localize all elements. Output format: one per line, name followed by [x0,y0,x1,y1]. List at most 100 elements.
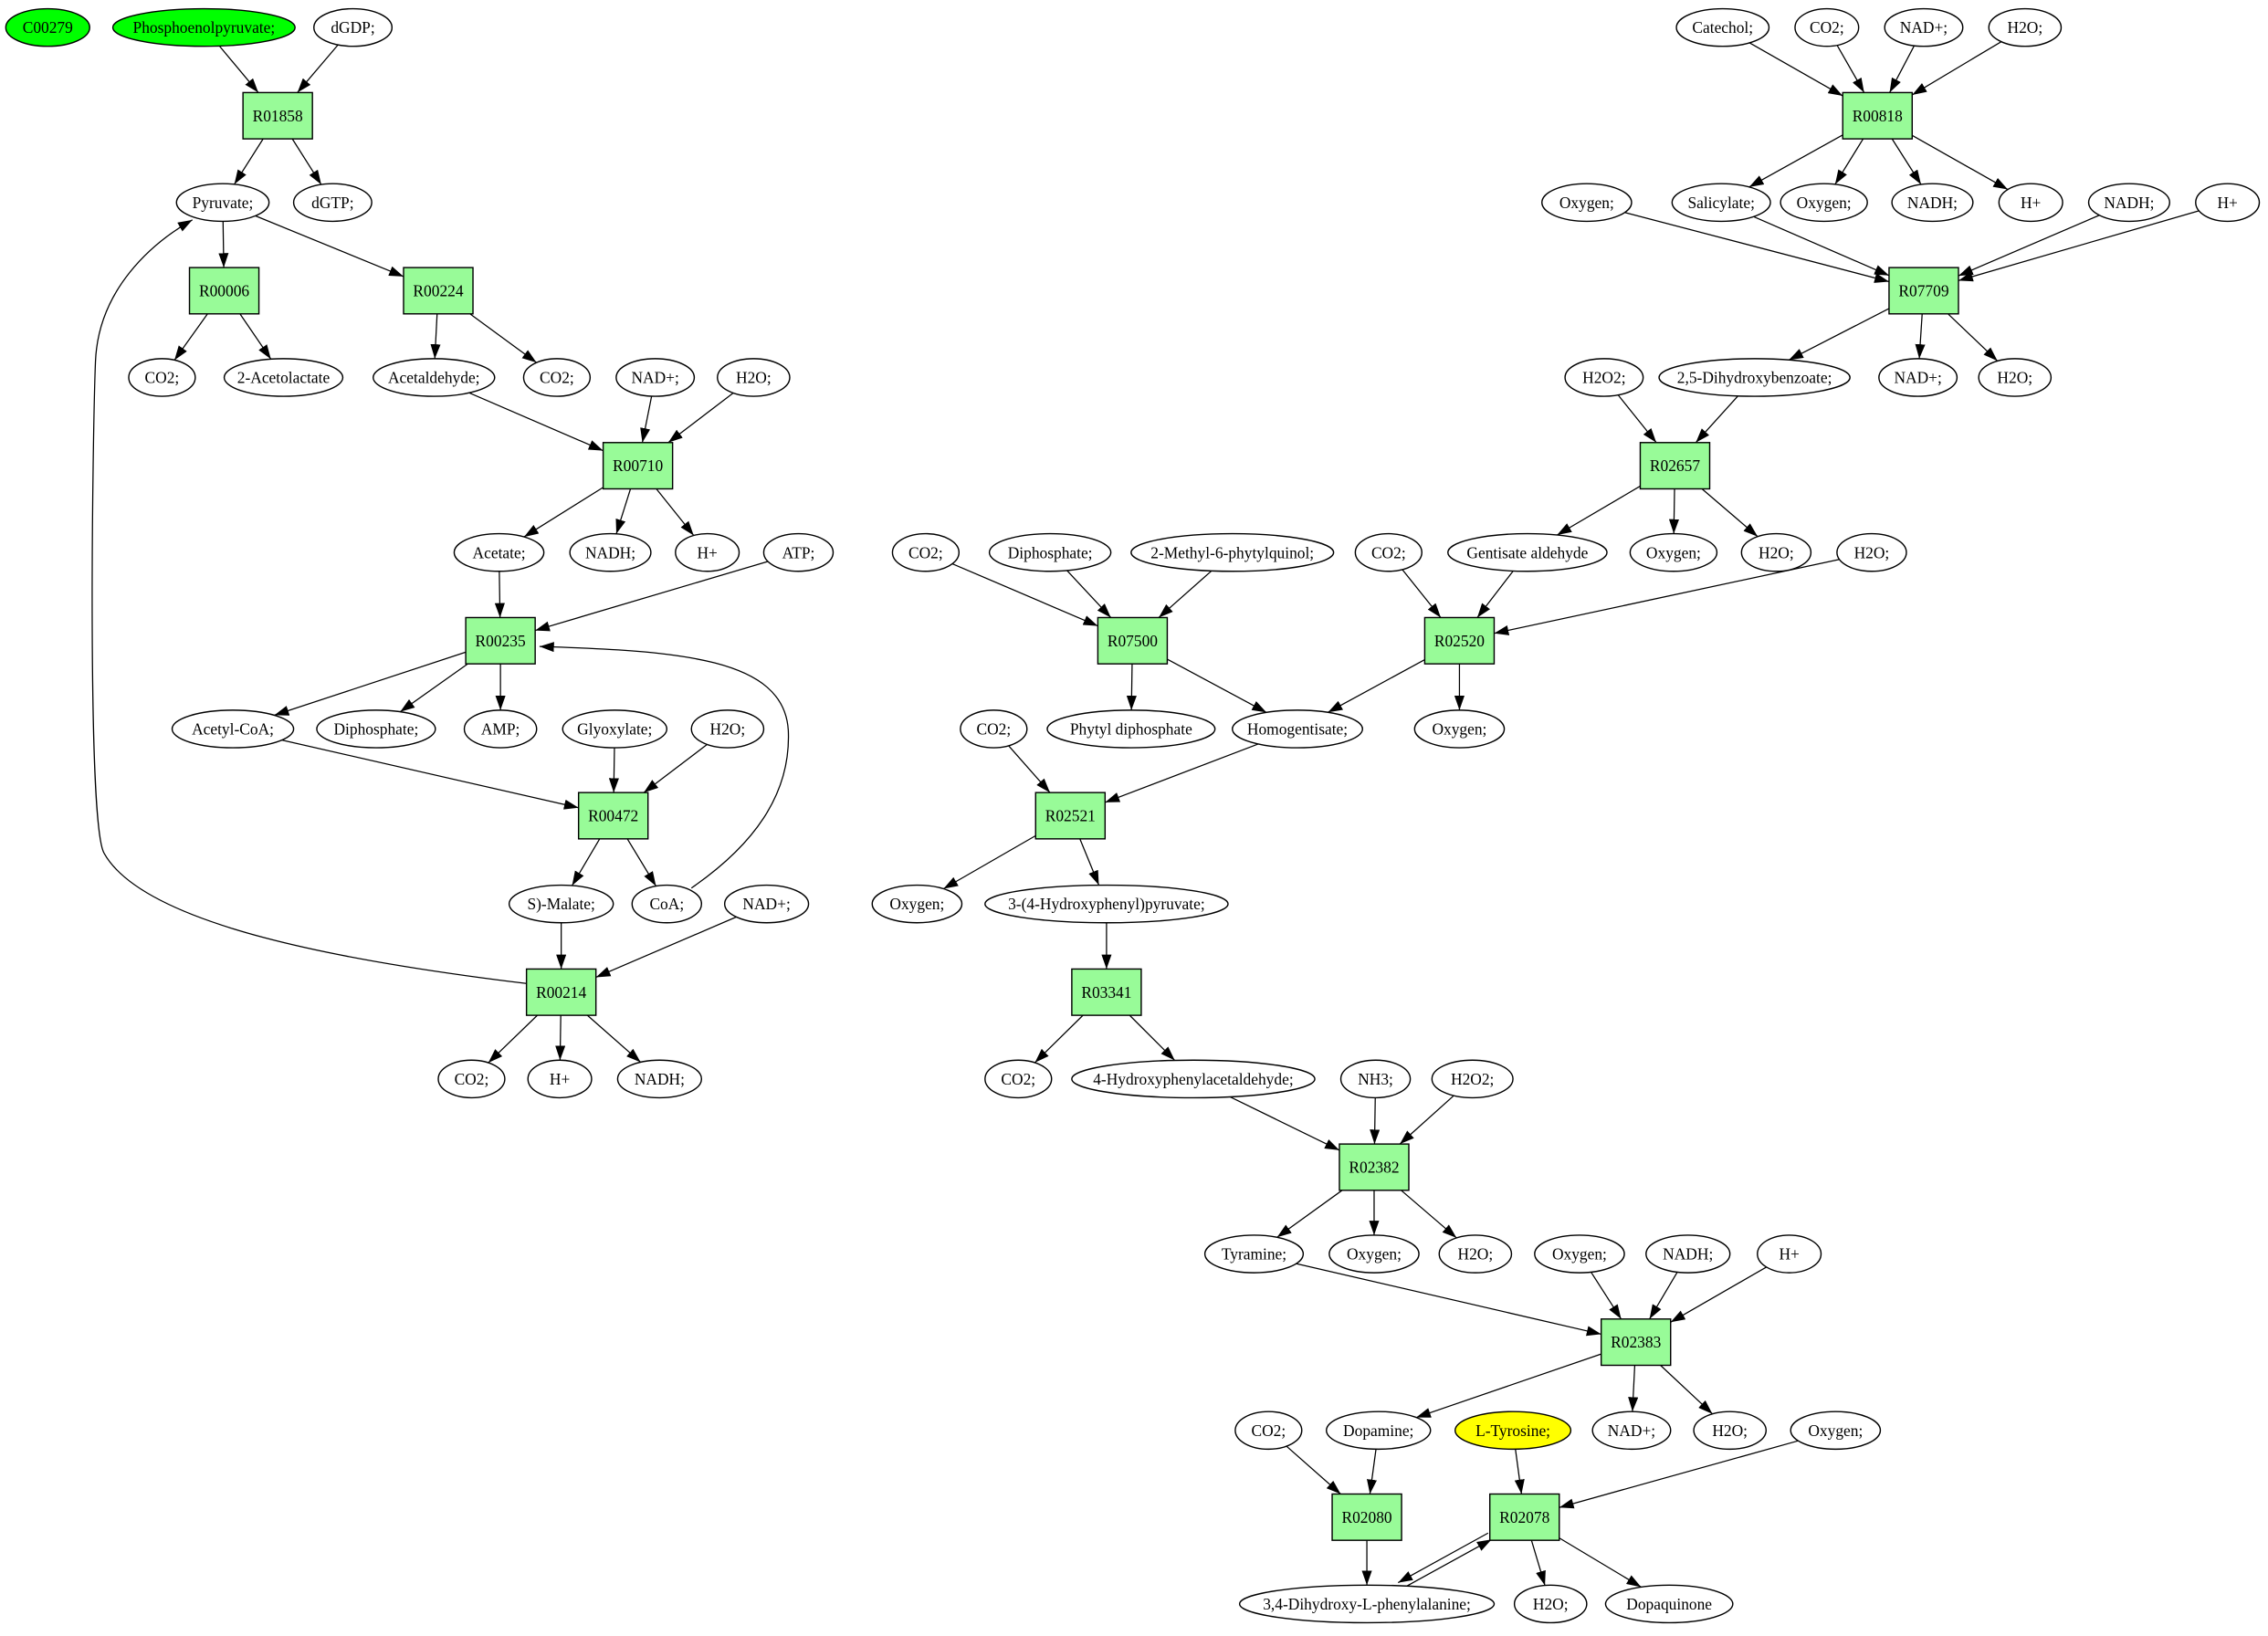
edge-arrow [1591,1272,1622,1320]
compound-ellipse [1604,1584,1734,1624]
compound-node: Glyoxylate; [562,709,668,749]
edge-arrow [488,1014,538,1064]
compound-ellipse [616,1059,703,1099]
edge-arrow [1660,1365,1713,1415]
compound-node: NADH; [2087,183,2170,223]
edge-arrow [1158,570,1213,618]
edge-arrow-curved [91,219,527,984]
compound-ellipse [717,358,791,397]
compound-label: Phosphoenolpyruvate; [133,18,276,37]
compound-node: H2O; [1513,1584,1588,1624]
compound-label: Oxygen; [889,895,944,913]
compound-node: NADH; [1891,183,1974,223]
compound-label: C00279 [23,18,73,37]
reaction-node: R00235 [465,616,536,665]
edge-arrow [523,487,604,538]
compound-node: Acetate; [453,532,545,572]
edge-arrow [1514,1449,1525,1494]
reaction-label: R02382 [1349,1159,1399,1177]
compound-label: CO2; [540,369,574,387]
compound-node: AMP; [463,709,538,749]
compound-node: H+ [1998,183,2063,223]
compound-label: Oxygen; [1552,1245,1607,1264]
compound-node: Oxygen; [1541,183,1633,223]
reaction-box [602,442,674,490]
compound-node: H2O; [1988,7,2063,47]
compound-label: NAD+; [1608,1421,1655,1440]
edge-arrow [1668,488,1680,534]
compound-node: Pyruvate; [175,183,270,223]
compound-label: H2O; [1533,1595,1569,1613]
reaction-box [1842,91,1914,140]
edge-arrow [586,1014,642,1063]
edge-arrow [1889,45,1916,93]
reaction-box [1639,442,1711,490]
compound-node: NAD+; [1591,1411,1672,1451]
reaction-label: R00214 [536,983,586,1002]
compound-ellipse [615,358,696,397]
compound-label: S)-Malate; [527,895,594,913]
compound-label: H2O2; [1451,1070,1494,1088]
edge-arrow [534,561,769,632]
compound-ellipse [631,884,703,924]
edge-arrow [1401,1538,1492,1589]
compound-label: CO2; [455,1070,489,1088]
reaction-label: R07500 [1108,632,1158,650]
reaction-label: R01858 [253,107,303,125]
edge-arrow [626,838,656,886]
edge-arrow [667,392,734,444]
compound-node: ATP; [762,532,835,572]
edge-layer [91,41,2200,1589]
edge-arrow [1229,1096,1340,1151]
compound-ellipse [453,532,545,572]
compound-node: Acetaldehyde; [373,358,496,397]
compound-node: dGTP; [292,183,373,223]
compound-ellipse [1790,1411,1882,1451]
reaction-node: R02078 [1488,1493,1560,1541]
compound-label: L-Tyrosine; [1475,1421,1550,1440]
compound-label: Homogentisate; [1247,720,1348,739]
compound-label: H2O; [1759,543,1794,561]
compound-ellipse [527,1059,593,1099]
edge-arrow [1753,215,1890,277]
edge-arrow [1788,308,1890,361]
reaction-node: R03341 [1071,968,1142,1016]
edge-arrow [1695,395,1738,444]
compound-node: CO2; [437,1059,506,1099]
compound-node: Phosphoenolpyruvate; [111,7,296,47]
reaction-box [1071,968,1142,1016]
compound-label: CO2; [908,543,943,561]
edge-arrow [1701,488,1759,538]
reaction-box [577,792,649,840]
compound-label: H+ [697,543,717,561]
compound-node: Acetyl-CoA; [171,709,295,749]
edge-arrow [1034,1014,1084,1064]
compound-label: H2O; [1997,369,2032,387]
compound-node: Dopamine; [1325,1411,1432,1451]
edge-arrow [1167,658,1267,713]
compound-node: Tyramine; [1203,1234,1305,1274]
reaction-node: R00472 [577,792,649,840]
compound-ellipse [1130,532,1335,572]
compound-node: Catechol; [1675,7,1770,47]
edge-arrow [430,313,441,359]
edge-arrow [1494,559,1840,635]
compound-label: Oxygen; [1347,1245,1402,1264]
compound-label: Diphosphate; [1008,543,1093,561]
compound-node: 2-Acetolactate [223,358,344,397]
compound-ellipse [1234,1411,1303,1451]
edge-arrow [274,651,467,717]
compound-node: Gentisate aldehyde [1447,532,1608,572]
compound-label: Oxygen; [1646,543,1701,561]
compound-ellipse [2195,183,2261,223]
compound-label: NAD+; [742,895,790,913]
edge-arrow [1834,138,1864,185]
compound-node: Diphosphate; [988,532,1112,572]
compound-node: CO2; [128,358,196,397]
compound-node: dGDP; [313,7,394,47]
compound-label: Oxygen; [1797,194,1852,212]
edge-arrow [1649,1272,1678,1320]
edge-arrow [1948,313,1999,362]
